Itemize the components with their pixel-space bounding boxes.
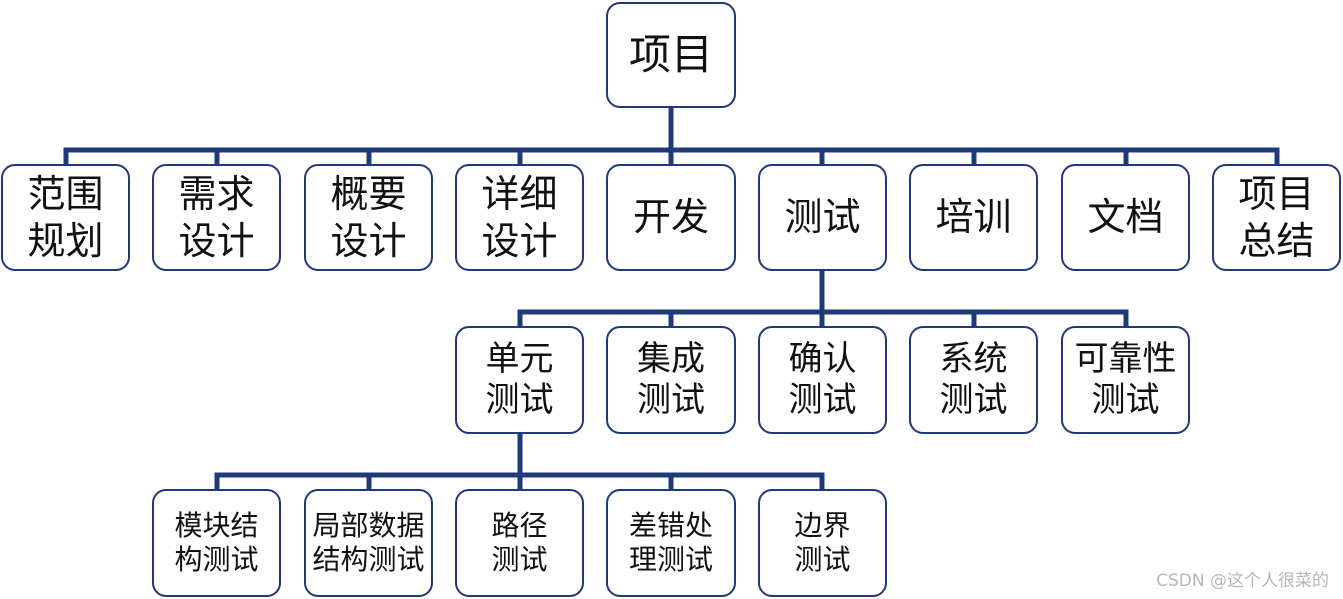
node-label: 集成 测试 [637,338,705,420]
node-test-integration: 集成 测试 [606,326,736,434]
node-root: 项目 [606,2,736,108]
node-phase-docs: 文档 [1061,164,1190,271]
node-label: 路径 测试 [491,508,548,576]
node-label: 可靠性 测试 [1074,338,1177,420]
node-phase-requirements: 需求 设计 [152,164,281,271]
node-test-reliability: 可靠性 测试 [1061,326,1190,434]
node-phase-scope: 范围 规划 [1,164,130,271]
node-label: 详细 设计 [481,172,558,263]
node-test-system: 系统 测试 [909,326,1038,434]
node-label: 需求 设计 [178,172,255,263]
node-unit-error-handling: 差错处 理测试 [606,489,736,597]
node-label: 文档 [1087,195,1164,240]
node-test-unit: 单元 测试 [455,326,584,434]
node-phase-detail: 详细 设计 [455,164,584,271]
node-phase-summary: 项目 总结 [1212,164,1341,271]
node-unit-path: 路径 测试 [455,489,584,597]
node-label: 单元 测试 [485,338,554,420]
node-label: 测试 [784,195,861,240]
node-label: 局部数据 结构测试 [312,508,425,576]
node-label: 确认 测试 [788,338,857,420]
node-unit-boundary: 边界 测试 [758,489,887,597]
node-label: 培训 [935,195,1012,240]
node-test-acceptance: 确认 测试 [758,326,887,434]
node-label: 边界 测试 [794,508,851,576]
node-label: 开发 [632,195,709,240]
node-label: 系统 测试 [939,338,1008,420]
node-unit-local-data: 局部数据 结构测试 [304,489,433,597]
node-phase-testing: 测试 [758,164,887,271]
node-phase-development: 开发 [606,164,736,271]
node-phase-outline: 概要 设计 [304,164,433,271]
node-phase-training: 培训 [909,164,1038,271]
node-label: 范围 规划 [27,172,104,263]
node-unit-module-structure: 模块结 构测试 [152,489,281,597]
node-root-label: 项目 [628,30,713,80]
watermark: CSDN @这个人很菜的 [1156,571,1329,591]
node-label: 项目 总结 [1238,172,1315,263]
node-label: 差错处 理测试 [628,508,713,576]
node-label: 概要 设计 [330,172,407,263]
node-label: 模块结 构测试 [174,508,259,576]
